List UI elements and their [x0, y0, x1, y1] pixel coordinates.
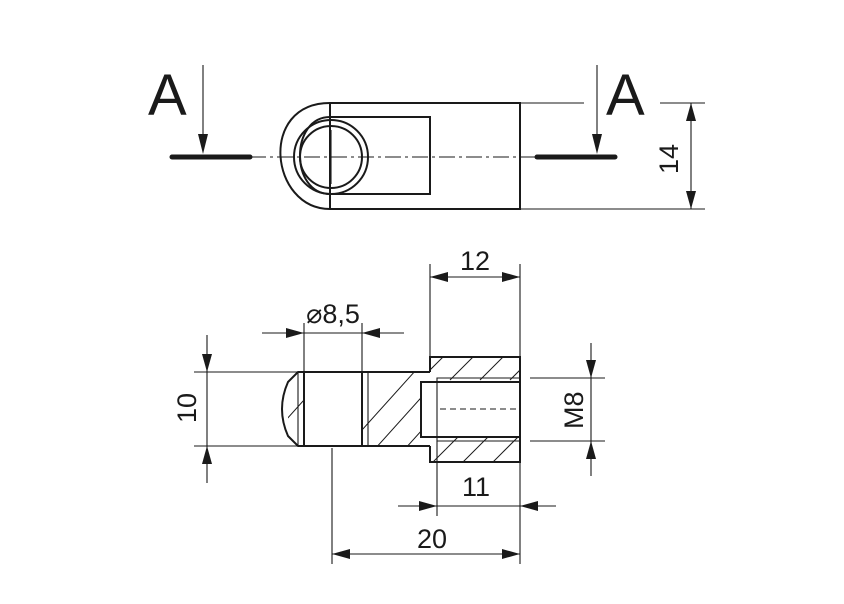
section-head-outline — [429, 356, 521, 463]
dim-20-text: 20 — [417, 524, 447, 554]
dim-bore-arrow-right — [362, 328, 380, 338]
dim-m8-arrow-top — [586, 360, 596, 378]
section-bore-void — [304, 373, 362, 445]
dim-12-arrow-left — [430, 272, 448, 282]
dim-11-text: 11 — [462, 472, 490, 502]
dim-10-arrow-bottom — [202, 446, 212, 464]
dim-20-arrow-right — [502, 549, 520, 559]
dim-14-arrow-top — [686, 103, 696, 121]
dim-12-text: 12 — [460, 246, 490, 276]
dim-14-text: 14 — [654, 144, 684, 174]
dim-m8-arrow-bottom — [586, 441, 596, 459]
section-label-left: A — [148, 63, 187, 128]
section-label-right: A — [606, 63, 645, 128]
section-arrow-left-head — [198, 134, 208, 154]
thread-hole-outline — [420, 381, 520, 438]
section-arrow-right-head — [592, 134, 602, 154]
dim-m8-text: M8 — [559, 391, 589, 429]
dim-14-arrow-bottom — [686, 191, 696, 209]
dim-bore-arrow-left — [286, 328, 304, 338]
dim-11-arrow-left — [419, 501, 437, 511]
section-view: 12 ⌀8,5 10 M8 11 20 — [172, 246, 605, 564]
dim-10-text: 10 — [172, 393, 202, 423]
section-body-outline — [281, 371, 430, 447]
dim-12-arrow-right — [502, 272, 520, 282]
dim-11-arrow-right — [520, 501, 538, 511]
dim-10-arrow-top — [202, 354, 212, 372]
thread-major-line — [436, 377, 520, 442]
top-view: A A 14 — [148, 63, 705, 210]
dim-20-arrow-left — [332, 549, 350, 559]
dim-bore-text: ⌀8,5 — [306, 299, 360, 329]
